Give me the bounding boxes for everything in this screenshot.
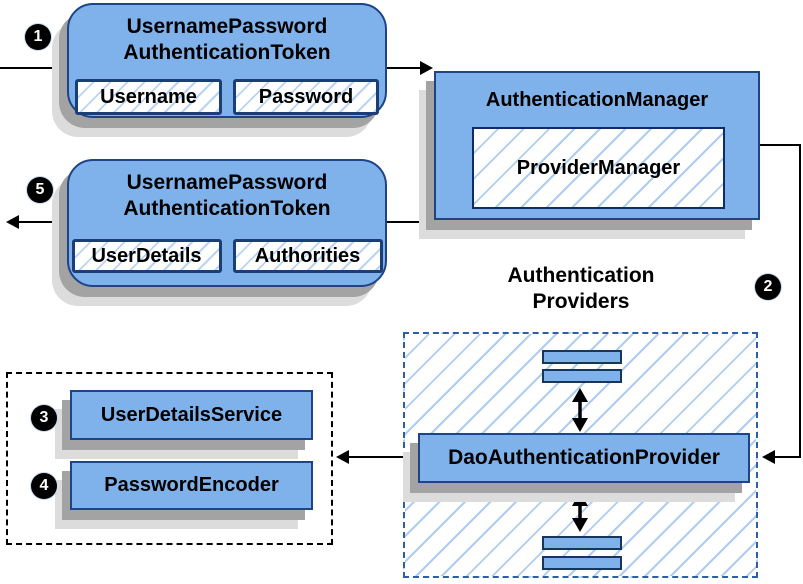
field-authorities: Authorities [232, 239, 383, 273]
field-password-label: Password [258, 85, 354, 108]
dao-dependencies-group-box [6, 372, 333, 545]
node-provider-manager: ProviderManager [472, 127, 725, 209]
arrowhead-right-into-manager [420, 61, 433, 75]
provider-placeholder-bar-bottom-2 [542, 556, 622, 570]
provider-manager-label: ProviderManager [516, 156, 681, 179]
response-token-title: UsernamePassword AuthenticationToken [69, 161, 385, 222]
step-marker-5-digit: 5 [35, 181, 45, 198]
double-arrow-top-down-head [572, 418, 588, 432]
step-marker-1: 1 [25, 24, 51, 50]
field-password: Password [233, 79, 379, 115]
arrowhead-left-into-dao [762, 450, 775, 464]
field-username-label: Username [100, 85, 197, 108]
provider-placeholder-bar-top-2 [542, 369, 622, 383]
arrowhead-left-out [6, 215, 19, 229]
step-marker-2: 2 [755, 274, 781, 300]
node-username-password-authentication-token-request: UsernamePassword AuthenticationToken Use… [67, 3, 387, 118]
step-marker-1-digit: 1 [33, 28, 43, 45]
step-marker-3-digit: 3 [39, 409, 49, 426]
node-authentication-manager: AuthenticationManager ProviderManager [434, 71, 760, 220]
node-username-password-authentication-token-response: UsernamePassword AuthenticationToken Use… [67, 159, 387, 287]
authentication-providers-title: Authentication Providers [481, 263, 681, 315]
node-user-details-service: UserDetailsService [70, 390, 313, 440]
authentication-providers-title-line2: Providers [532, 290, 630, 313]
response-token-title-line1: UsernamePassword [126, 171, 328, 194]
dao-authentication-provider-label: DaoAuthenticationProvider [448, 446, 720, 469]
request-token-title: UsernamePassword AuthenticationToken [69, 5, 385, 66]
step-marker-4: 4 [31, 473, 57, 499]
double-arrow-bottom-up-head [572, 492, 588, 506]
provider-placeholder-bar-bottom-1 [542, 536, 622, 550]
step-marker-4-digit: 4 [39, 477, 49, 494]
step-marker-2-digit: 2 [763, 278, 773, 295]
password-encoder-label: PasswordEncoder [104, 474, 279, 496]
field-username: Username [75, 79, 222, 115]
double-arrow-top-up-head [572, 388, 588, 402]
node-dao-authentication-provider: DaoAuthenticationProvider [418, 433, 750, 483]
request-token-title-line2: AuthenticationToken [123, 41, 331, 64]
field-user-details: UserDetails [71, 239, 222, 273]
step-marker-5: 5 [27, 177, 53, 203]
authentication-providers-title-line1: Authentication [507, 264, 655, 287]
user-details-service-label: UserDetailsService [100, 403, 283, 426]
field-user-details-label: UserDetails [91, 244, 202, 267]
node-password-encoder: PasswordEncoder [70, 461, 313, 510]
authentication-manager-title: AuthenticationManager [485, 89, 709, 111]
request-token-title-line1: UsernamePassword [126, 15, 328, 38]
arrowhead-left-into-services [336, 450, 349, 464]
double-arrow-bottom-down-head [572, 518, 588, 532]
field-authorities-label: Authorities [254, 244, 361, 267]
response-token-title-line2: AuthenticationToken [123, 197, 331, 220]
step-marker-3: 3 [31, 405, 57, 431]
flow-line-manager-to-provider [760, 144, 801, 458]
provider-placeholder-bar-top-1 [542, 350, 622, 364]
